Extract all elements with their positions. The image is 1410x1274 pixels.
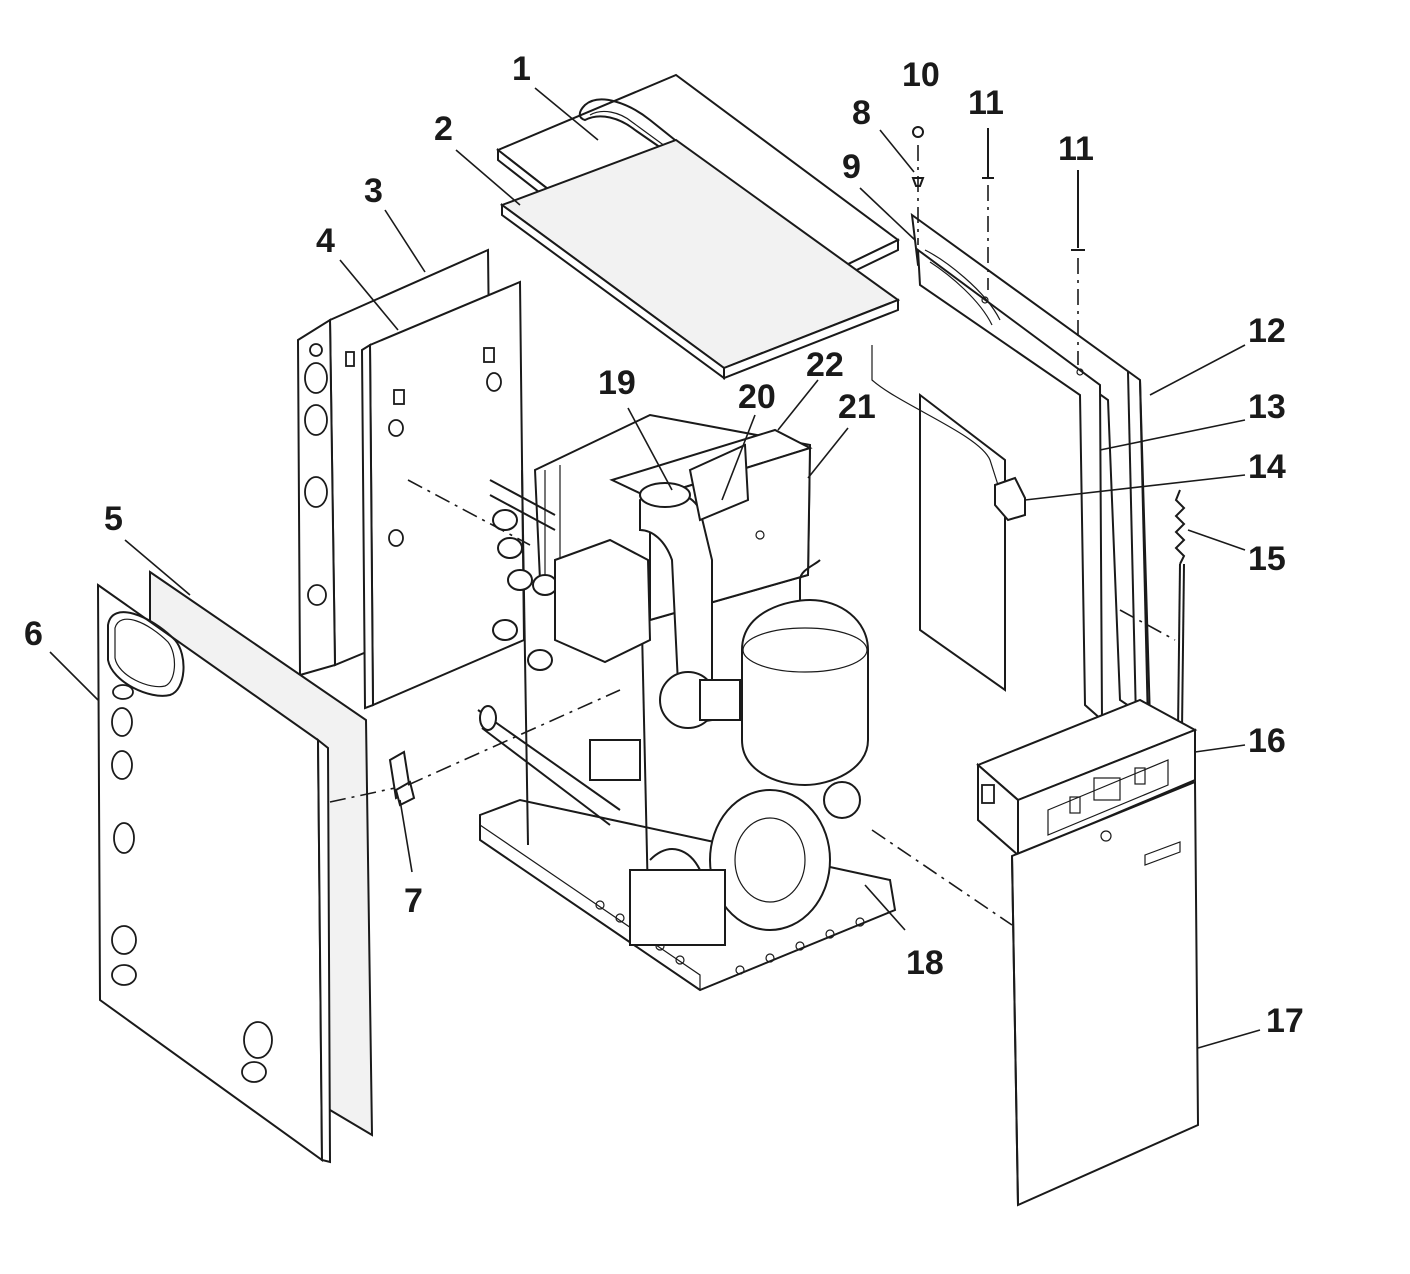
part-lower-front-panel [1010,780,1200,1207]
callout-11a: 11 [968,84,1004,122]
part-front-panel [96,583,332,1164]
callout-18: 18 [906,944,944,982]
callout-10: 10 [902,56,940,94]
callout-9: 9 [842,148,861,186]
callout-7: 7 [404,882,423,920]
callout-labels: 1 2 3 4 5 6 7 8 9 10 11 11 12 13 14 15 1… [24,50,1304,1040]
callout-8: 8 [852,94,871,132]
callout-5: 5 [104,500,123,538]
callout-4: 4 [316,222,335,260]
callout-21: 21 [838,388,876,426]
callout-2: 2 [434,110,453,148]
callout-15: 15 [1248,540,1286,578]
callout-leader-lines [49,87,1261,1049]
callout-6: 6 [24,615,43,653]
central-assembly [477,413,897,992]
part-left-side-panel-inner [360,280,526,710]
callout-17: 17 [1266,1002,1304,1040]
assembly-guide-lines [329,345,1176,926]
callout-12: 12 [1248,312,1286,350]
callout-16: 16 [1248,722,1286,760]
callout-13: 13 [1248,388,1286,426]
callout-3: 3 [364,172,383,210]
part-top-insulation [499,138,901,380]
part-right-side-panel [910,212,1152,726]
callout-14: 14 [1248,448,1286,486]
part-cable [1174,489,1186,731]
callout-20: 20 [738,378,776,416]
part-panel-bracket [994,476,1026,522]
part-bracket [388,750,416,807]
callout-1: 1 [512,50,531,88]
callout-11b: 11 [1058,130,1094,168]
callout-22: 22 [806,346,844,384]
callout-19: 19 [598,364,636,402]
part-screws [911,126,1085,365]
